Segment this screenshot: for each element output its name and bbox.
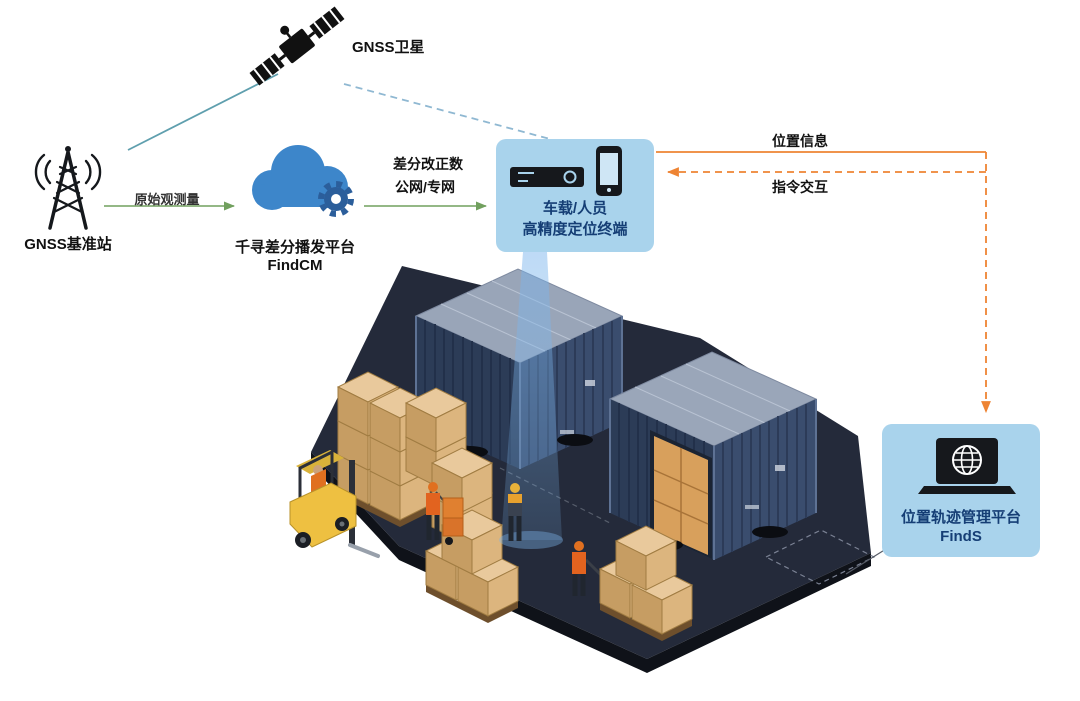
satellite-label: GNSS卫星 [352,39,425,56]
position-info-label: 位置信息 [772,133,828,149]
platform-to-scene-connector [845,548,887,575]
container-open-door-icon [608,351,818,560]
terminal-label-line1: 车载/人员 [542,200,608,217]
worker-figure [572,541,586,596]
base-station-label: GNSS基准站 [24,236,112,253]
command-interaction-label: 指令交互 [772,179,828,195]
terminal-label-line2: 高精度定位终端 [522,221,628,238]
laptop-globe-icon [918,438,1016,494]
warehouse-scene [289,266,876,673]
cloud-platform-label: 千寻差分播发平台 [234,239,356,256]
smartphone-icon [596,146,622,196]
satellite-to-terminal-link [343,83,551,140]
correction-label-line2: 公网/专网 [395,179,455,195]
box-stack [337,371,431,527]
satellite-icon [249,6,345,86]
position-info-arrow [656,151,991,414]
worker-figure [508,483,522,541]
raw-observation-label: 原始观测量 [134,192,200,207]
satellite-to-station-link [127,73,279,151]
box-stack [599,525,693,641]
gear-icon [318,181,354,217]
correction-label-line1: 差分改正数 [393,156,463,172]
box-stack [425,509,519,623]
receiver-icon [510,167,584,187]
cloud-platform-name: FindCM [267,257,323,274]
radio-tower-icon [34,146,102,230]
management-platform-name: FindS [940,528,982,545]
forklift-icon [289,449,380,558]
cloud-gear-icon [252,145,354,217]
management-platform-label: 位置轨迹管理平台 [900,509,1022,526]
worker-figure [426,482,464,545]
positioning-beam [499,252,563,549]
